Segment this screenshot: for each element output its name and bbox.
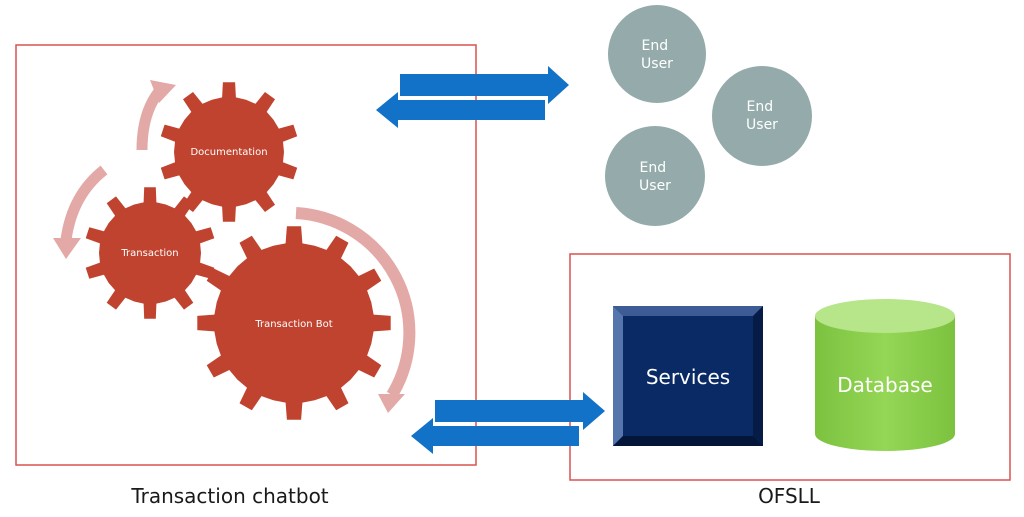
end-user-label: End User	[746, 99, 778, 133]
gear-transaction-bot: Transaction Bot	[197, 226, 391, 420]
services-label: Services	[646, 365, 730, 389]
end-user-line: End	[639, 160, 666, 176]
arrow-to-services	[435, 392, 605, 430]
gear-documentation: Documentation	[160, 82, 298, 222]
end-user-line: User	[639, 178, 671, 194]
gear-label-transaction-bot: Transaction Bot	[254, 319, 332, 330]
end-user-line: User	[641, 56, 673, 72]
cycle-arrowheads	[53, 80, 405, 413]
gear-label-transaction: Transaction	[120, 248, 178, 259]
database-label: Database	[837, 373, 932, 397]
cycle-arrowhead-left	[53, 238, 81, 259]
end-user-right: End User	[712, 66, 812, 166]
gear-transaction: Transaction	[85, 187, 215, 319]
cycle-arrowhead-top	[150, 80, 176, 103]
cycle-arrowhead-right	[378, 394, 405, 413]
end-user-bottom: End User	[605, 126, 705, 226]
cycle-arrow-right	[295, 207, 416, 399]
ofsll-caption: OFSLL	[758, 484, 820, 508]
lower-flow-arrows	[411, 392, 605, 454]
gear-label-documentation: Documentation	[190, 147, 267, 158]
chatbot-caption: Transaction chatbot	[131, 484, 329, 508]
cycle-arrow-left	[60, 165, 108, 241]
services-box: Services	[613, 306, 763, 446]
database-cylinder: Database	[815, 299, 955, 451]
end-user-line: User	[746, 117, 778, 133]
arrow-from-end-users	[376, 92, 545, 128]
arrow-from-services	[411, 418, 579, 454]
ofsll-frame	[569, 253, 1011, 481]
end-user-label: End User	[641, 38, 673, 72]
upper-flow-arrows	[376, 66, 569, 128]
end-user-line: End	[641, 38, 668, 54]
end-user-top: End User	[608, 5, 706, 103]
end-user-label: End User	[639, 160, 671, 194]
end-user-line: End	[746, 99, 773, 115]
chatbot-frame	[15, 44, 477, 466]
arrow-to-end-users	[400, 66, 569, 104]
